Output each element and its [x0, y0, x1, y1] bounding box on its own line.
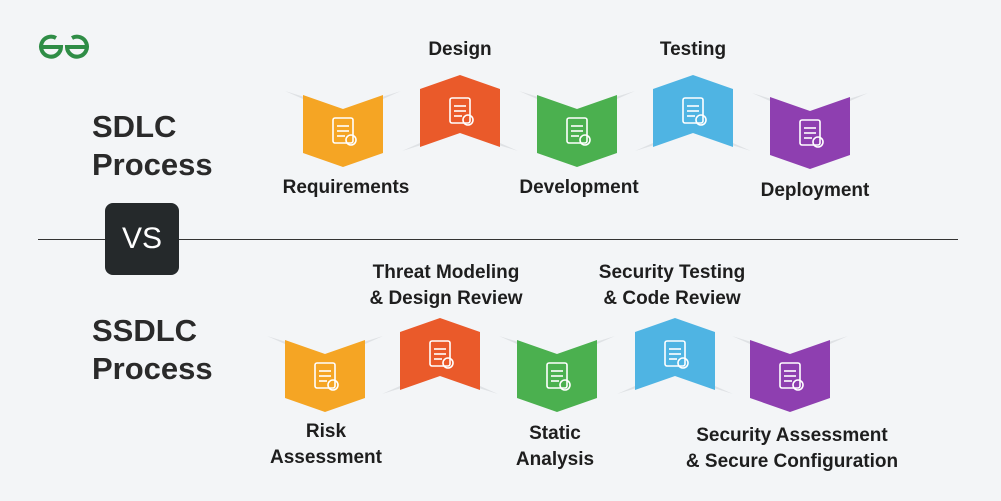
label-line: Security Assessment [696, 425, 888, 446]
step-shape [635, 75, 751, 151]
title-line: SDLC [92, 109, 177, 144]
label-line: Static [529, 423, 581, 444]
step-shape [732, 336, 848, 412]
title-line: Process [92, 351, 213, 386]
rocket-icon [799, 119, 824, 148]
step-label: Security Assessment & Secure Configuratio… [686, 423, 898, 475]
label-line: Risk [305, 421, 347, 442]
clipboard-search-icon [429, 340, 454, 369]
step-label: Development [519, 177, 639, 198]
vs-badge: VS [105, 203, 179, 275]
logo-icon [39, 34, 89, 59]
chart-search-icon [546, 362, 571, 391]
step-label: Deployment [760, 180, 870, 201]
title-line: SSDLC [92, 313, 198, 348]
step-shape [752, 93, 868, 169]
step-shape [519, 91, 635, 167]
code-window-gear-icon [566, 117, 591, 146]
label-line: Security Testing [598, 262, 746, 283]
step-label: Threat Modeling & Design Review [369, 260, 522, 312]
clipboard-warning-icon [314, 362, 339, 391]
step-shape [617, 318, 733, 394]
label-line: Threat Modeling [372, 262, 520, 283]
step-label: Design [428, 39, 492, 60]
clipboard-check-icon [332, 117, 357, 146]
monitor-gear-icon [664, 340, 689, 369]
checklist-icon [682, 97, 707, 126]
title-line: Process [92, 147, 213, 182]
step-label: Testing [659, 39, 727, 60]
step-label: Requirements [282, 177, 410, 198]
label-line: Assessment [270, 447, 382, 468]
step-shape [499, 336, 615, 412]
step-label: Security Testing & Code Review [599, 260, 745, 312]
label-line: & Design Review [369, 288, 523, 309]
divider [38, 239, 958, 240]
shield-check-icon [779, 362, 804, 391]
step-shape [402, 75, 518, 151]
pen-tool-icon [449, 97, 474, 126]
step-shape [382, 318, 498, 394]
step-shape [267, 336, 383, 412]
step-shape [285, 91, 401, 167]
label-line: & Code Review [603, 288, 741, 309]
label-line: Analysis [515, 449, 595, 470]
label-line: & Secure Configuration [685, 451, 899, 472]
